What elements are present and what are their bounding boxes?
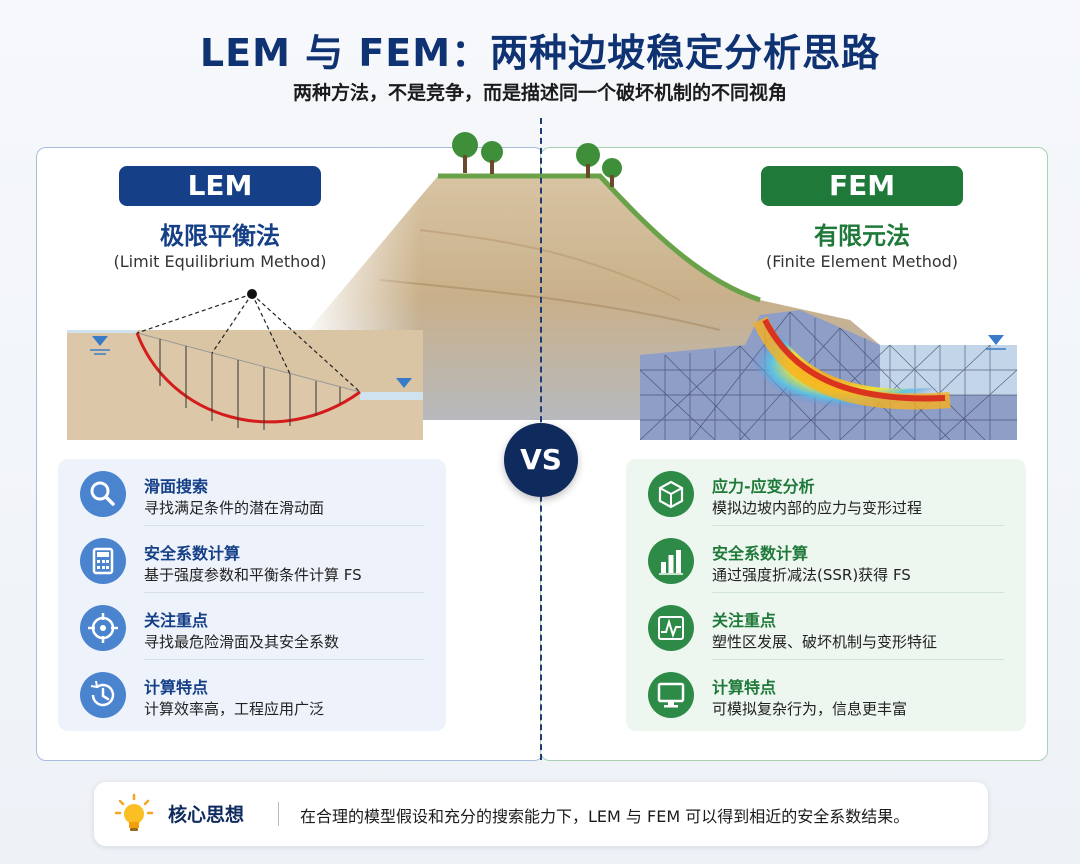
bar-chart-icon xyxy=(648,538,694,584)
lem-badge: LEM xyxy=(119,166,321,206)
cube-icon xyxy=(648,471,694,517)
feature-desc: 寻找最危险滑面及其安全系数 xyxy=(144,633,340,651)
fem-mesh-section xyxy=(639,310,1018,441)
feature-title: 关注重点 xyxy=(712,611,777,630)
feature-desc: 寻找满足条件的潜在滑动面 xyxy=(144,499,325,517)
list-item: 滑面搜索 寻找满足条件的潜在滑动面 xyxy=(58,461,446,527)
lem-name-cn: 极限平衡法 xyxy=(160,222,280,250)
divider xyxy=(144,525,424,526)
waveform-icon xyxy=(648,605,694,651)
divider xyxy=(144,592,424,593)
list-item: 关注重点 寻找最危险滑面及其安全系数 xyxy=(58,595,446,661)
core-title: 核心思想 xyxy=(168,804,245,826)
lightbulb-icon xyxy=(114,793,154,839)
feature-title: 关注重点 xyxy=(144,611,209,630)
crosshair-icon xyxy=(80,605,126,651)
fem-feature-list: 应力-应变分析 模拟边坡内部的应力与变形过程 安全系数计算 通过强度折减法(SS… xyxy=(626,459,1026,731)
divider xyxy=(712,592,1004,593)
feature-title: 计算特点 xyxy=(144,678,209,697)
feature-desc: 基于强度参数和平衡条件计算 FS xyxy=(144,566,362,584)
feature-title: 计算特点 xyxy=(712,678,777,697)
feature-desc: 计算效率高，工程应用广泛 xyxy=(144,700,325,718)
lem-slope-section xyxy=(67,289,423,440)
feature-desc: 塑性区发展、破坏机制与变形特征 xyxy=(712,633,938,651)
divider xyxy=(712,659,1004,660)
divider xyxy=(712,525,1004,526)
feature-title: 滑面搜索 xyxy=(144,477,209,496)
core-text: 在合理的模型假设和充分的搜索能力下，LEM 与 FEM 可以得到相近的安全系数结… xyxy=(300,807,910,826)
magnifier-icon xyxy=(80,471,126,517)
list-item: 计算特点 可模拟复杂行为，信息更丰富 xyxy=(626,662,1026,728)
fem-name-en: (Finite Element Method) xyxy=(765,252,959,271)
divider xyxy=(144,659,424,660)
list-item: 关注重点 塑性区发展、破坏机制与变形特征 xyxy=(626,595,1026,661)
feature-title: 应力-应变分析 xyxy=(712,477,815,496)
list-item: 安全系数计算 通过强度折减法(SSR)获得 FS xyxy=(626,528,1026,594)
feature-desc: 通过强度折减法(SSR)获得 FS xyxy=(712,566,911,584)
clock-icon xyxy=(80,672,126,718)
list-item: 计算特点 计算效率高，工程应用广泛 xyxy=(58,662,446,728)
page-title: LEM 与 FEM：两种边坡稳定分析思路 xyxy=(199,31,881,75)
vs-badge: VS xyxy=(504,423,578,497)
feature-title: 安全系数计算 xyxy=(144,544,241,563)
feature-desc: 模拟边坡内部的应力与变形过程 xyxy=(712,499,923,517)
feature-desc: 可模拟复杂行为，信息更丰富 xyxy=(712,700,908,718)
divider xyxy=(278,802,279,826)
monitor-icon xyxy=(648,672,694,718)
list-item: 安全系数计算 基于强度参数和平衡条件计算 FS xyxy=(58,528,446,594)
fem-badge: FEM xyxy=(761,166,963,206)
core-idea-banner: 核心思想 在合理的模型假设和充分的搜索能力下，LEM 与 FEM 可以得到相近的… xyxy=(94,782,988,846)
trees xyxy=(452,132,622,187)
fem-name-cn: 有限元法 xyxy=(814,222,910,250)
lem-name-en: (Limit Equilibrium Method) xyxy=(113,252,327,271)
lem-feature-list: 滑面搜索 寻找满足条件的潜在滑动面 安全系数计算 基于强度参数和平衡条件计算 F… xyxy=(58,459,446,731)
calculator-icon xyxy=(80,538,126,584)
list-item: 应力-应变分析 模拟边坡内部的应力与变形过程 xyxy=(626,461,1026,527)
page-subtitle: 两种方法，不是竞争，而是描述同一个破坏机制的不同视角 xyxy=(292,82,787,104)
feature-title: 安全系数计算 xyxy=(712,544,809,563)
